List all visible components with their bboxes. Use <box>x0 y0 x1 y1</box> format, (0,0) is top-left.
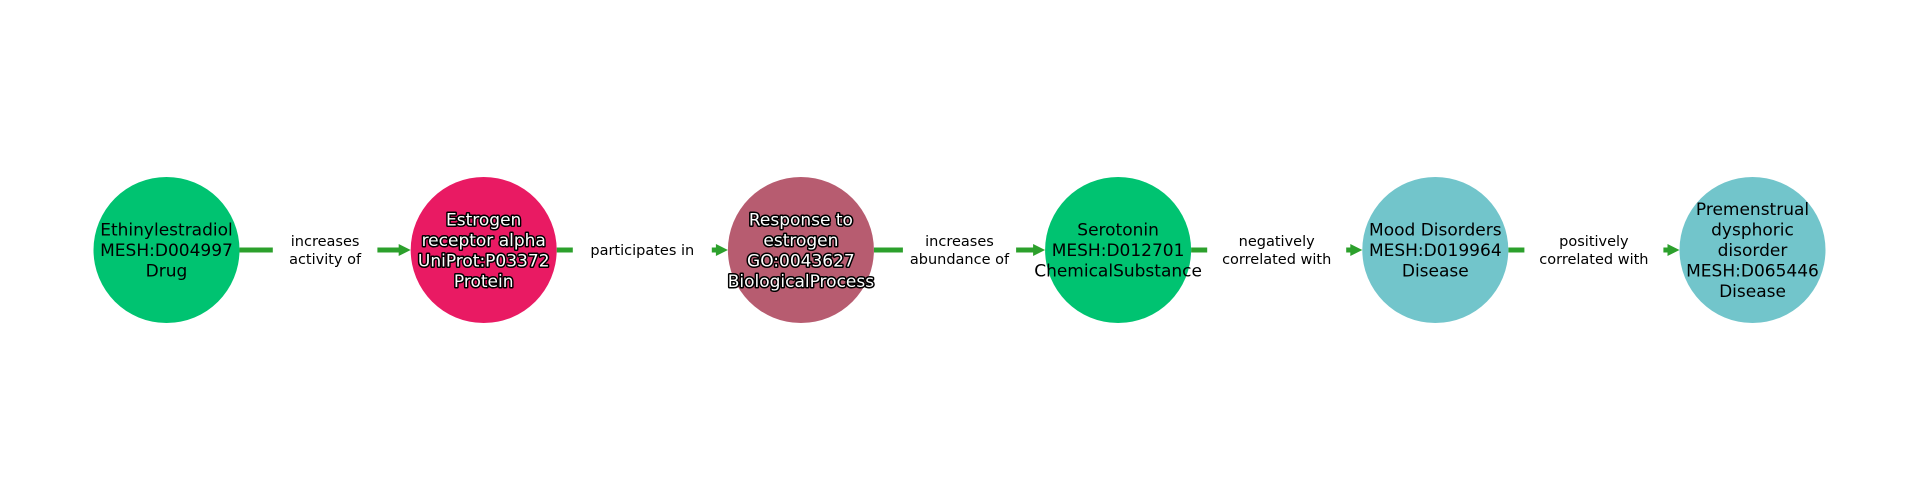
node-label: Protein <box>454 272 514 292</box>
edge-label-background <box>1524 230 1664 270</box>
node-label: dysphoric <box>1711 221 1794 241</box>
node-label: receptor alpha <box>422 231 546 251</box>
arrowhead-icon <box>398 244 411 256</box>
graph-edge: negatively correlated with <box>1191 230 1363 270</box>
edge-label-background <box>902 230 1017 270</box>
node-circle[interactable] <box>93 177 240 323</box>
node-label: MESH:D004997 <box>100 241 233 261</box>
node-label: ChemicalSubstance <box>1034 262 1202 282</box>
edge-label: activity of <box>289 252 362 268</box>
node-label: Drug <box>146 262 188 282</box>
node-label: Disease <box>1719 282 1786 302</box>
node-label: estrogen <box>763 231 838 251</box>
node-label: MESH:D065446 <box>1686 262 1819 282</box>
graph-node[interactable]: PremenstrualdysphoricdisorderMESH:D06544… <box>1679 177 1826 323</box>
edge-label-background <box>272 230 378 270</box>
node-label: Estrogen <box>446 210 521 230</box>
arrowhead-icon <box>1667 244 1680 256</box>
node-circle[interactable] <box>1362 177 1509 323</box>
edge-label: positively <box>1559 234 1629 250</box>
arrowhead-icon <box>715 244 728 256</box>
node-label: Premenstrual <box>1696 200 1809 220</box>
graph-node[interactable]: Response toestrogenGO:0043627BiologicalP… <box>726 177 876 323</box>
edge-label: increases <box>291 234 360 250</box>
edge-label: participates in <box>590 243 694 259</box>
edge-label: negatively <box>1239 234 1315 250</box>
arrowhead-icon <box>1350 244 1363 256</box>
node-label: BiologicalProcess <box>728 272 875 292</box>
node-circle[interactable] <box>727 177 874 323</box>
edge-label: increases <box>925 234 994 250</box>
edge-label: correlated with <box>1222 252 1331 268</box>
node-circle[interactable] <box>410 177 557 323</box>
edge-label: abundance of <box>910 252 1010 268</box>
node-circle[interactable] <box>1045 177 1192 323</box>
edge-label: correlated with <box>1539 252 1648 268</box>
node-label: Mood Disorders <box>1369 221 1502 241</box>
graph-edge: participates in <box>556 239 728 261</box>
node-label: disorder <box>1718 241 1788 261</box>
node-label: Serotonin <box>1077 221 1159 241</box>
node-circle[interactable] <box>1679 177 1826 323</box>
edge-label-background <box>572 239 712 261</box>
node-label: GO:0043627 <box>747 251 855 271</box>
graph-edge: increases abundance of <box>873 230 1046 270</box>
graph-edge: increases activity of <box>239 230 411 270</box>
node-label: Ethinylestradiol <box>100 221 233 241</box>
node-label: MESH:D019964 <box>1369 241 1502 261</box>
arrowhead-icon <box>1033 244 1046 256</box>
node-label: MESH:D012701 <box>1052 241 1185 261</box>
node-label: Disease <box>1402 262 1469 282</box>
node-label: UniProt:P03372 <box>418 251 550 271</box>
node-label: Response to <box>749 210 853 230</box>
graph-edge: positively correlated with <box>1508 230 1680 270</box>
edge-label-background <box>1207 230 1347 270</box>
